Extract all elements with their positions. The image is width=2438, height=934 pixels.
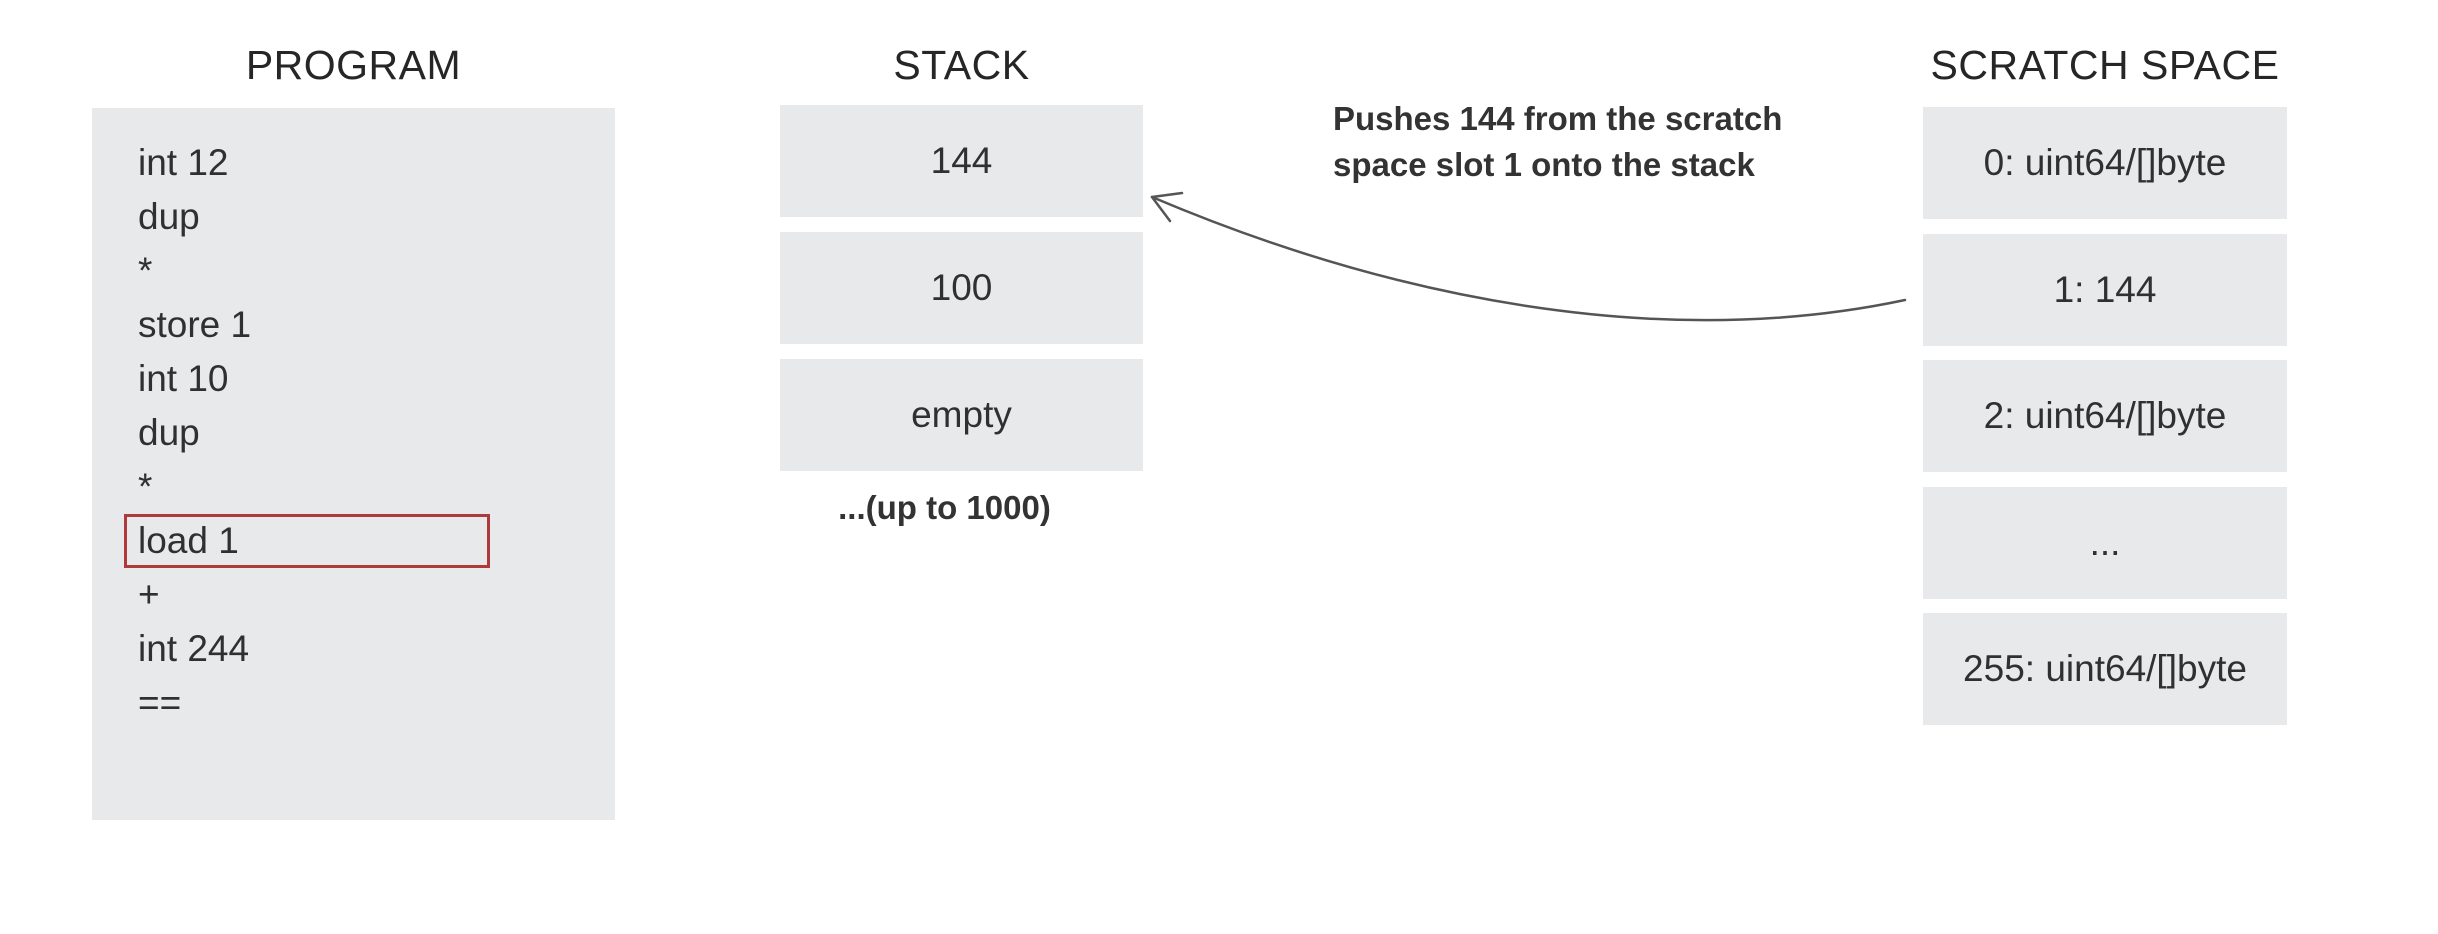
program-instruction: + xyxy=(124,568,490,622)
program-instruction-label: + xyxy=(138,574,160,615)
program-instruction-label: dup xyxy=(138,196,200,237)
program-instruction: == xyxy=(124,676,490,730)
program-box: int 12 dup * store 1 int 10 dup * load 1 + int 24… xyxy=(92,108,615,820)
scratch-slot-label: 2: uint64/[]byte xyxy=(1983,395,2227,436)
annotation-line-2: space slot 1 onto the stack xyxy=(1333,146,1755,183)
program-title: PROGRAM xyxy=(245,42,462,88)
scratch-slot: 0: uint64/[]byte xyxy=(1923,107,2287,219)
program-instruction-label: int 10 xyxy=(138,358,229,399)
push-arrow-head xyxy=(1150,191,1184,223)
stack-slot-label: 144 xyxy=(930,140,993,181)
scratch-slot-label: ... xyxy=(2089,521,2121,563)
stack-capacity-caption: ...(up to 1000) xyxy=(838,489,1051,526)
scratch-slot: ... xyxy=(1923,486,2287,599)
highlighted-instruction: load 1 xyxy=(124,514,490,568)
stack-slot: empty xyxy=(780,359,1143,471)
program-instruction: * xyxy=(124,460,490,514)
program-instruction: dup xyxy=(124,190,490,244)
program-instruction-list: int 12 dup * store 1 int 10 dup * load 1 + int 24… xyxy=(92,136,615,730)
annotation-line-1: Pushes 144 from the scratch xyxy=(1333,100,1783,137)
program-instruction-label: store 1 xyxy=(138,304,252,345)
scratch-slot: 1: 144 xyxy=(1923,233,2287,346)
scratch-slot: 255: uint64/[]byte xyxy=(1923,613,2287,725)
program-instruction: dup xyxy=(124,406,490,460)
scratch-slot-label: 255: uint64/[]byte xyxy=(1963,648,2247,689)
scratch-slot-label: 0: uint64/[]byte xyxy=(1983,142,2227,183)
program-instruction-label: == xyxy=(138,682,182,723)
scratch-slot-label: 1: 144 xyxy=(2053,268,2157,310)
program-instruction-label: load 1 xyxy=(138,520,239,561)
program-instruction-label: int 244 xyxy=(138,628,250,669)
stack-column: 144 100 empty xyxy=(780,105,1143,471)
program-instruction: int 12 xyxy=(124,136,490,190)
scratch-title: SCRATCH SPACE xyxy=(1930,42,2280,88)
stack-slot-label: 100 xyxy=(930,267,993,308)
program-instruction: store 1 xyxy=(124,298,490,352)
scratch-slot: 2: uint64/[]byte xyxy=(1923,360,2287,472)
stack-title: STACK xyxy=(893,42,1030,88)
program-instruction: * xyxy=(124,244,490,298)
stack-slot: 100 xyxy=(780,232,1143,344)
program-instruction-label: int 12 xyxy=(138,142,229,183)
stack-slot-label: empty xyxy=(911,394,1012,435)
program-instruction: int 10 xyxy=(124,352,490,406)
program-instruction-label: dup xyxy=(138,412,200,453)
program-instruction-label: * xyxy=(138,466,153,507)
program-instruction-label: * xyxy=(138,250,153,291)
push-arrow-curve xyxy=(1150,195,1907,322)
scratch-space-column: 0: uint64/[]byte 1: 144 2: uint64/[]byte..… xyxy=(1923,107,2287,725)
program-instruction: int 244 xyxy=(124,622,490,676)
stack-slot: 144 xyxy=(780,105,1143,217)
arrow-annotation: Pushes 144 from the scratch space slot 1… xyxy=(1333,96,1782,188)
